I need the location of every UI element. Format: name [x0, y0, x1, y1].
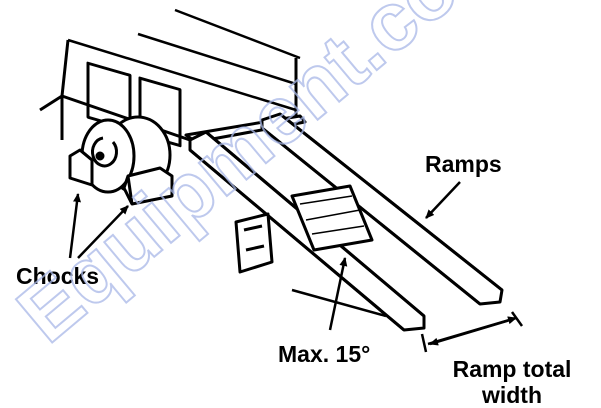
chocks-arrows	[68, 193, 129, 259]
ramp-right	[260, 112, 504, 306]
ramp-total-width-label: Ramp total width	[452, 356, 572, 408]
chocks	[68, 148, 174, 206]
max-angle-label: Max. 15°	[278, 341, 371, 367]
angle-reference	[291, 288, 387, 318]
ramp-width-dimension	[420, 311, 524, 353]
angle-arrow	[328, 257, 348, 331]
chocks-label: Chocks	[16, 263, 100, 289]
ramps-label: Ramps	[425, 151, 502, 177]
ramps-arrow	[425, 181, 461, 219]
support-block	[234, 184, 374, 274]
